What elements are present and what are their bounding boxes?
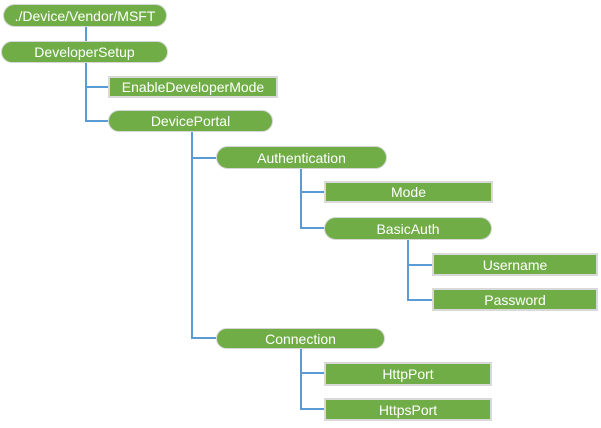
tree-node-authentication: Authentication: [216, 146, 387, 169]
connector-line-vertical: [191, 132, 193, 339]
tree-node-device-vendor-msft: ./Device/Vendor/MSFT: [3, 4, 167, 27]
connector-line-vertical: [300, 169, 302, 229]
tree-node-developersetup: DeveloperSetup: [1, 41, 168, 63]
connector-line-horizontal: [300, 408, 324, 410]
tree-node-connection: Connection: [216, 328, 385, 349]
tree-node-password: Password: [432, 288, 598, 311]
connector-line-horizontal: [85, 120, 108, 122]
tree-node-mode: Mode: [324, 181, 493, 203]
connector-line-vertical: [85, 63, 87, 122]
connector-line-vertical: [300, 349, 302, 410]
connector-line-horizontal: [191, 337, 216, 339]
tree-node-username: Username: [432, 253, 598, 276]
connector-line-horizontal: [407, 299, 432, 301]
tree-node-basicauth: BasicAuth: [324, 217, 492, 240]
tree-node-deviceportal: DevicePortal: [108, 110, 273, 132]
connector-line-horizontal: [300, 227, 324, 229]
tree-node-httpport: HttpPort: [324, 362, 492, 386]
connector-line-horizontal: [191, 157, 216, 159]
connector-line-horizontal: [407, 264, 432, 266]
connector-line-vertical: [85, 27, 87, 41]
connector-line-vertical: [407, 240, 409, 301]
tree-node-enabledevelopermode: EnableDeveloperMode: [108, 76, 278, 98]
connector-line-horizontal: [300, 191, 324, 193]
tree-node-httpsport: HttpsPort: [324, 398, 492, 421]
connector-line-horizontal: [300, 372, 324, 374]
connector-line-horizontal: [85, 86, 108, 88]
